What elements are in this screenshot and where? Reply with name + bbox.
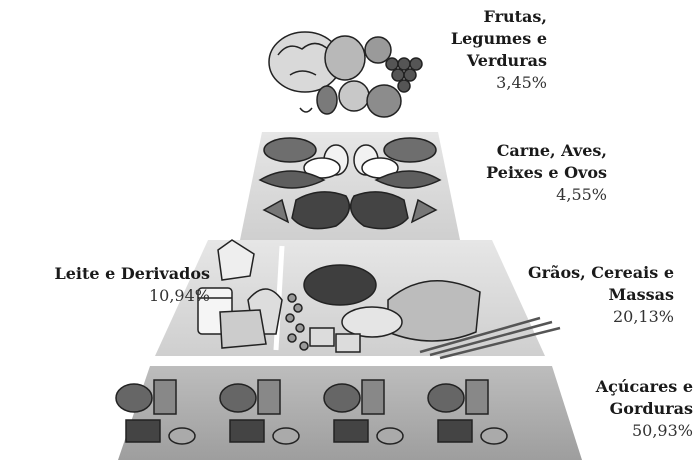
tier-platform-sugars-fats xyxy=(118,366,582,460)
tier-name-line: Gorduras xyxy=(596,398,693,420)
label-dairy: Leite e Derivados 10,94% xyxy=(55,263,211,307)
tier-percentage: 3,45% xyxy=(451,72,547,94)
label-fruits-vegetables: Frutas, Legumes e Verduras 3,45% xyxy=(451,6,547,94)
apple-icon xyxy=(339,81,369,111)
tier-name-line: Grãos, Cereais e xyxy=(528,262,674,284)
bread-loaf-icon xyxy=(304,265,376,305)
label-sugars-fats: Açúcares e Gorduras 50,93% xyxy=(596,376,693,442)
cheese-icon xyxy=(220,310,266,348)
tier-name-line: Massas xyxy=(528,284,674,306)
tier-name-line: Verduras xyxy=(451,50,547,72)
tier-percentage: 10,94% xyxy=(55,285,211,307)
sausage-icon xyxy=(264,138,316,162)
roll-icon xyxy=(342,307,402,337)
burger-icon xyxy=(116,384,152,412)
tier-name-line: Peixes e Ovos xyxy=(486,162,607,184)
fruits-vegetables-illustration xyxy=(269,32,422,117)
steak-icon xyxy=(292,192,349,229)
tier-percentage: 50,93% xyxy=(596,420,693,442)
tier-percentage: 20,13% xyxy=(528,306,674,328)
fries-icon xyxy=(154,380,176,414)
tomato-icon xyxy=(365,37,391,63)
tier-name-line: Frutas, xyxy=(451,6,547,28)
label-grains: Grãos, Cereais e Massas 20,13% xyxy=(528,262,674,328)
tier-name-line: Legumes e xyxy=(451,28,547,50)
tier-name-line: Açúcares e xyxy=(596,376,693,398)
tier-percentage: 4,55% xyxy=(486,184,607,206)
chocolate-icon xyxy=(126,420,160,442)
tier-name-line: Carne, Aves, xyxy=(486,140,607,162)
candy-icon xyxy=(169,428,195,444)
tier-name-line: Leite e Derivados xyxy=(55,263,211,285)
radish-icon xyxy=(367,85,401,117)
beet-icon xyxy=(317,86,337,114)
pepper-icon xyxy=(325,36,365,80)
label-meat-fish-eggs: Carne, Aves, Peixes e Ovos 4,55% xyxy=(486,140,607,206)
cracker-icon xyxy=(310,328,334,346)
sliced-bread-icon xyxy=(388,281,480,341)
